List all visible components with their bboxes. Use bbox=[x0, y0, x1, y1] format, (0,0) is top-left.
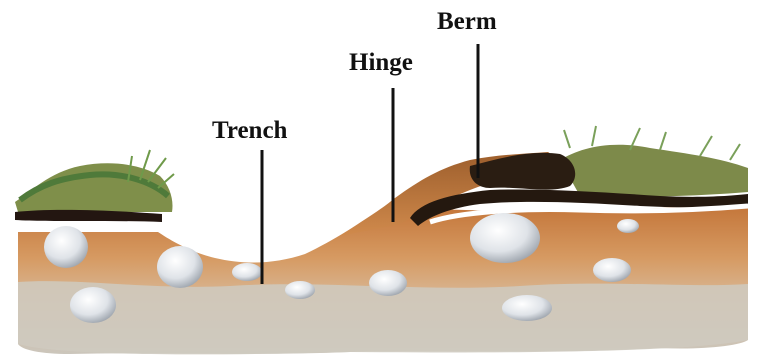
rock bbox=[369, 270, 407, 296]
rock bbox=[502, 295, 552, 321]
rock bbox=[157, 246, 203, 288]
rock bbox=[470, 213, 540, 263]
rock bbox=[285, 281, 315, 299]
rock bbox=[593, 258, 631, 282]
rock bbox=[70, 287, 116, 323]
rock bbox=[232, 263, 262, 281]
trench-label: Trench bbox=[212, 118, 287, 143]
right-sod bbox=[560, 145, 748, 197]
rock bbox=[617, 219, 639, 233]
rock bbox=[44, 226, 88, 268]
berm-label: Berm bbox=[437, 9, 497, 34]
hinge-label: Hinge bbox=[349, 50, 413, 75]
